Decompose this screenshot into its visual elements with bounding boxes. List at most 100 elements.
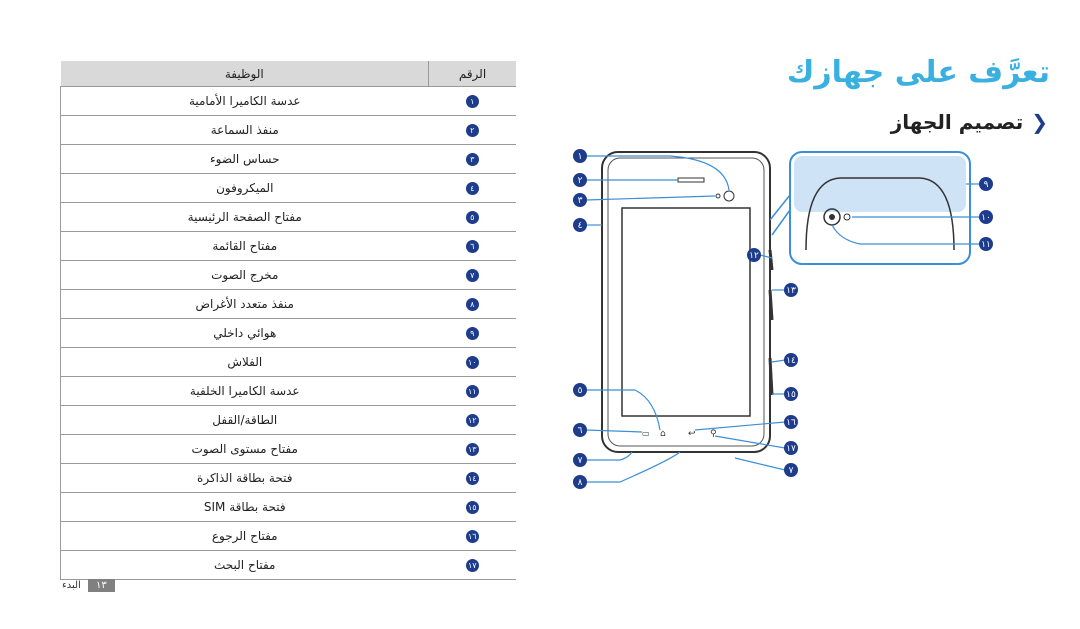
row-number-cell: ١٦ — [428, 521, 516, 551]
diagram-callout: ١ — [573, 149, 587, 163]
number-badge: ٧ — [465, 269, 479, 282]
number-badge: ١ — [465, 95, 479, 108]
number-badge: ١٧ — [465, 559, 479, 572]
row-number-cell: ٦ — [428, 231, 516, 261]
number-badge: ١٣ — [465, 443, 479, 456]
front-camera-icon — [723, 190, 735, 202]
row-function-cell: عدسة الكاميرا الأمامية — [60, 86, 429, 116]
row-function-cell: فتحة بطاقة الذاكرة — [60, 463, 429, 493]
search-key-icon: ⚲ — [710, 429, 717, 439]
diagram-callout: ٧ — [784, 463, 798, 477]
number-badge: ١٤ — [465, 472, 479, 485]
number-badge: ٨ — [465, 298, 479, 311]
diagram-callout-label: ٣ — [578, 196, 583, 206]
table-row: ١٦ مفتاح الرجوع — [60, 521, 516, 551]
diagram-callout-label: ٨ — [578, 478, 583, 488]
light-sensor-icon — [715, 193, 721, 199]
row-number-cell: ١١ — [428, 376, 516, 406]
table-row: ١٣ مفتاح مستوى الصوت — [60, 434, 516, 464]
section-heading: ❮ تصميم الجهاز — [891, 110, 1048, 134]
diagram-callout-label: ١٦ — [786, 418, 796, 428]
row-number-cell: ١٢ — [428, 405, 516, 435]
row-number-cell: ٨ — [428, 289, 516, 319]
diagram-callout-label: ١٧ — [786, 444, 796, 454]
table-row: ١١ عدسة الكاميرا الخلفية — [60, 376, 516, 406]
table-row: ٢ منفذ السماعة — [60, 115, 516, 145]
table-row: ١٠ الفلاش — [60, 347, 516, 377]
number-badge: ٣ — [465, 153, 479, 166]
diagram-callout-label: ٦ — [578, 426, 583, 436]
row-number-cell: ٤ — [428, 173, 516, 203]
earpiece-icon — [677, 177, 705, 183]
row-function-cell: هوائي داخلي — [60, 318, 429, 348]
row-number-cell: ٩ — [428, 318, 516, 348]
row-function-cell: مفتاح مستوى الصوت — [60, 434, 429, 464]
diagram-callout: ١٤ — [784, 353, 798, 367]
diagram-callout-label: ١١ — [981, 240, 991, 250]
row-function-cell: مفتاح البحث — [60, 550, 429, 580]
row-function-cell: منفذ السماعة — [60, 115, 429, 145]
diagram-callout-label: ٧ — [789, 466, 794, 476]
table-row: ٦ مفتاح القائمة — [60, 231, 516, 261]
device-screen — [621, 207, 751, 417]
number-badge: ١٠ — [465, 356, 479, 369]
row-function-cell: الفلاش — [60, 347, 429, 377]
number-badge: ١١ — [465, 385, 479, 398]
row-number-cell: ١٠ — [428, 347, 516, 377]
header-number: الرقم — [428, 61, 516, 87]
diagram-callout-label: ٢ — [578, 176, 583, 186]
home-key-icon: ⌂ — [660, 429, 666, 439]
page-number: ١٣ — [87, 579, 115, 592]
table-row: ١ عدسة الكاميرا الأمامية — [60, 86, 516, 116]
chevron-left-icon: ❮ — [1031, 110, 1048, 134]
number-badge: ٦ — [465, 240, 479, 253]
number-badge: ١٢ — [465, 414, 479, 427]
diagram-callout: ٩ — [979, 177, 993, 191]
flash-icon — [843, 213, 851, 221]
number-badge: ١٦ — [465, 530, 479, 543]
row-function-cell: الطاقة/القفل — [60, 405, 429, 435]
diagram-callout-label: ١٥ — [786, 390, 796, 400]
diagram-callout: ١٣ — [784, 283, 798, 297]
row-number-cell: ١٥ — [428, 492, 516, 522]
diagram-callout: ٧ — [573, 453, 587, 467]
diagram-callout: ١٦ — [784, 415, 798, 429]
menu-key-icon: ▭ — [642, 429, 650, 438]
row-number-cell: ٧ — [428, 260, 516, 290]
diagram-callout: ١٥ — [784, 387, 798, 401]
diagram-callout: ١٢ — [747, 248, 761, 262]
row-function-cell: عدسة الكاميرا الخلفية — [60, 376, 429, 406]
table-row: ١٧ مفتاح البحث — [60, 550, 516, 580]
diagram-callout: ٦ — [573, 423, 587, 437]
section-heading-text: تصميم الجهاز — [890, 110, 1024, 134]
diagram-callout: ١٠ — [979, 210, 993, 224]
row-function-cell: مفتاح الرجوع — [60, 521, 429, 551]
row-number-cell: ٣ — [428, 144, 516, 174]
page-label: البدء — [62, 580, 81, 591]
row-number-cell: ٥ — [428, 202, 516, 232]
row-function-cell: مفتاح القائمة — [60, 231, 429, 261]
row-function-cell: فتحة بطاقة SIM — [60, 492, 429, 522]
diagram-callout: ١١ — [979, 237, 993, 251]
diagram-callout: ٢ — [573, 173, 587, 187]
diagram-callout-label: ٥ — [578, 386, 583, 396]
diagram-callout-label: ٤ — [578, 221, 583, 231]
row-function-cell: الميكروفون — [60, 173, 429, 203]
row-number-cell: ١٧ — [428, 550, 516, 580]
diagram-callout-label: ٧ — [578, 456, 583, 466]
diagram-callout-label: ١٠ — [981, 213, 991, 223]
diagram-callout: ٣ — [573, 193, 587, 207]
diagram-callout: ٨ — [573, 475, 587, 489]
diagram-callout-label: ٩ — [984, 180, 989, 190]
diagram-callout-label: ١ — [578, 152, 583, 162]
number-badge: ٢ — [465, 124, 479, 137]
